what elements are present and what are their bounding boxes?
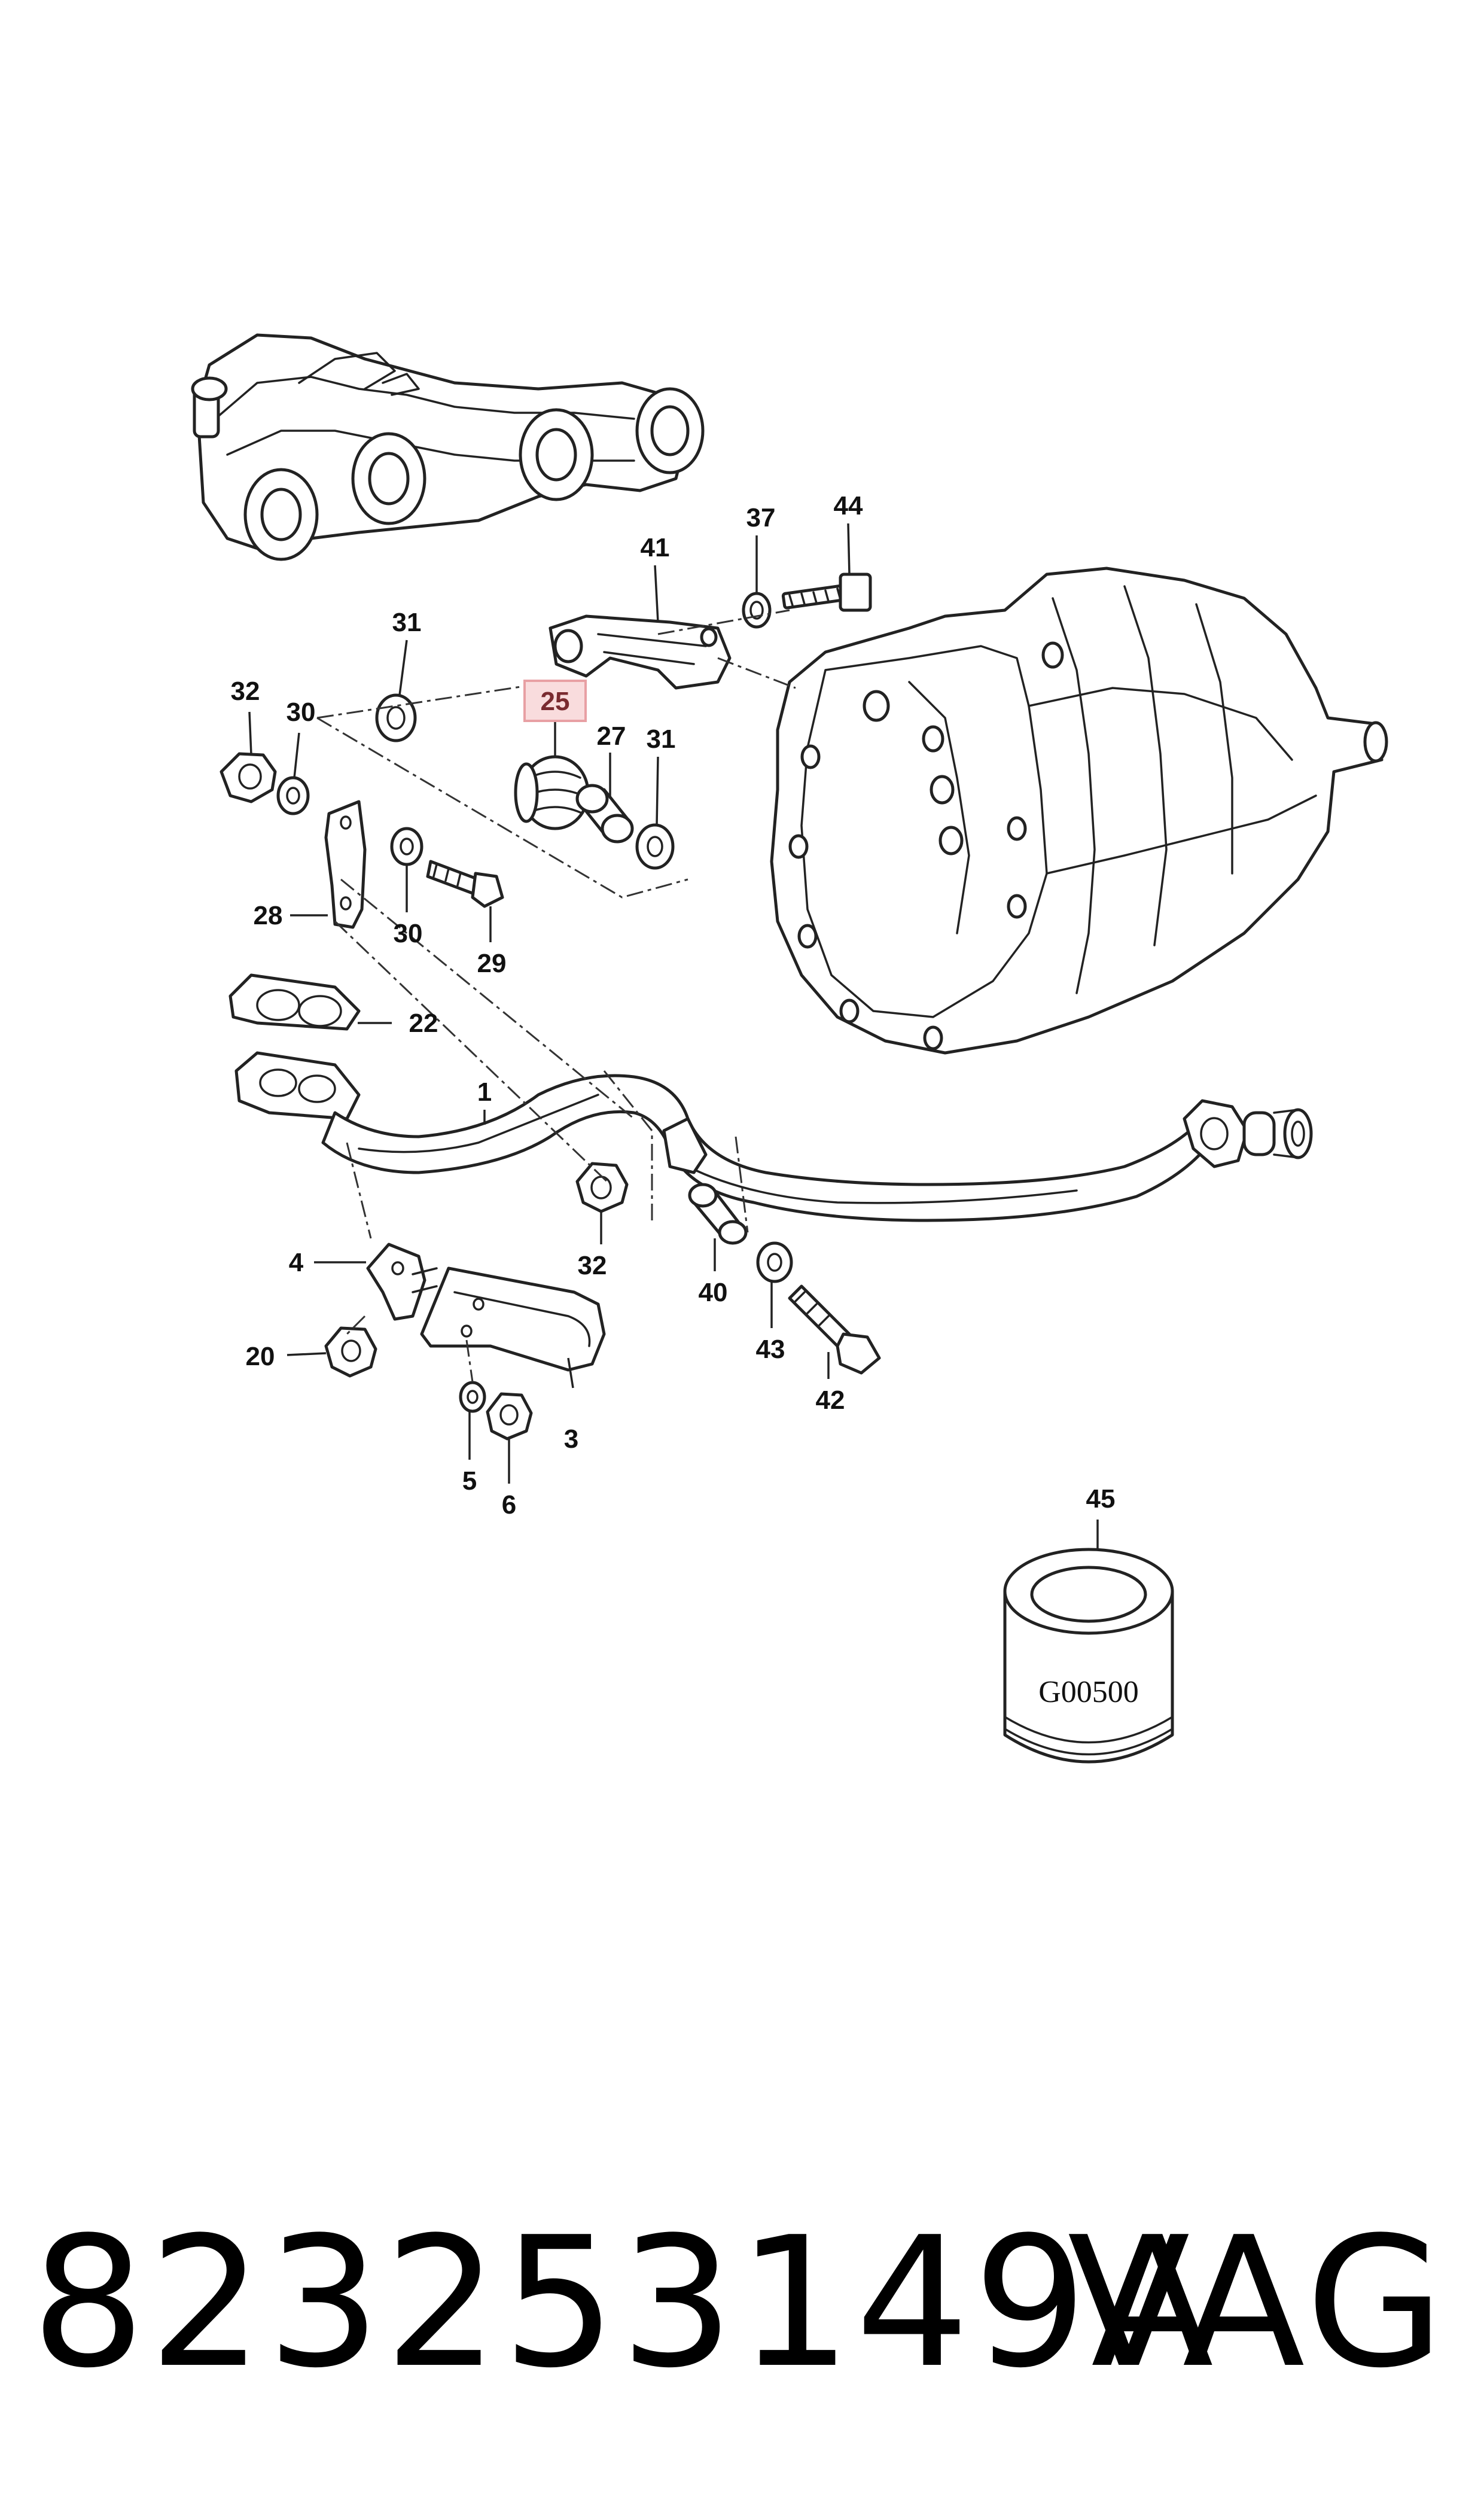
nut-32-top	[220, 752, 277, 803]
callout-22: 22	[409, 1009, 438, 1038]
callout-30-bottom: 30	[394, 919, 423, 948]
nut-20	[324, 1326, 377, 1378]
callout-28: 28	[254, 901, 283, 930]
bolt-44	[781, 573, 872, 612]
washer-31-right	[635, 823, 675, 870]
manifold-flange-1	[243, 468, 319, 561]
callout-31-left: 31	[392, 608, 422, 637]
filter-label: G00500	[1038, 1675, 1139, 1709]
exhaust-manifold	[191, 333, 705, 561]
callout-6: 6	[502, 1490, 516, 1520]
nut-32-bottom	[575, 1162, 629, 1213]
callout-30-top: 30	[287, 698, 316, 727]
leader-lines	[248, 523, 1099, 1549]
callout-40: 40	[699, 1278, 728, 1307]
manifold-flange-4	[635, 387, 705, 474]
callout-32-bottom: 32	[578, 1251, 607, 1280]
callout-29: 29	[477, 949, 507, 978]
callout-37: 37	[746, 503, 776, 532]
bracket-41	[548, 614, 732, 690]
callout-41: 41	[641, 533, 670, 562]
heat-shield-3	[420, 1266, 606, 1372]
oil-filter-45: G00500	[1003, 1548, 1174, 1764]
assembly-lines	[316, 609, 796, 1383]
manifold-flange-3	[519, 408, 594, 501]
callout-5: 5	[462, 1466, 477, 1496]
callout-42: 42	[816, 1386, 845, 1415]
part-number: 823253149A	[31, 2199, 1218, 2407]
brand-name: VAG	[1067, 2199, 1448, 2407]
callout-20: 20	[246, 1342, 275, 1371]
bracket-4	[366, 1243, 438, 1321]
bolt-29	[426, 860, 504, 908]
callout-31-right: 31	[647, 724, 676, 754]
gasket-22	[228, 973, 361, 1031]
callout-3: 3	[564, 1424, 578, 1454]
nut-6	[486, 1392, 533, 1441]
callout-4: 4	[289, 1248, 304, 1277]
callout-32-top: 32	[231, 677, 260, 706]
callout-labels: 1 3 4 5 6 20 22 25 27 28 29 30 30 31 31 …	[231, 491, 1116, 1520]
callout-27: 27	[597, 721, 626, 751]
washer-5	[459, 1381, 486, 1413]
callout-1: 1	[477, 1077, 492, 1107]
washer-30-bottom	[390, 827, 423, 866]
highlight-box-25	[523, 680, 587, 722]
exploded-parts-diagram: G00500	[191, 333, 1388, 1764]
callout-25: 25	[541, 687, 570, 716]
manifold-flange-2	[351, 432, 426, 525]
washer-30-top	[276, 776, 310, 815]
front-exhaust-pipe-1	[234, 1051, 1313, 1222]
bolt-42	[788, 1284, 881, 1375]
callout-43: 43	[756, 1335, 785, 1364]
callout-45: 45	[1086, 1484, 1116, 1514]
spacer-40	[688, 1183, 748, 1245]
bracket-28	[324, 800, 367, 929]
callout-44: 44	[834, 491, 863, 520]
transmission-housing	[770, 567, 1388, 1055]
sleeve-27	[575, 784, 634, 844]
lock-washer-37	[742, 592, 772, 629]
washer-31-left	[375, 693, 417, 742]
rubber-bushing-25	[514, 755, 590, 830]
washer-43	[756, 1241, 793, 1283]
